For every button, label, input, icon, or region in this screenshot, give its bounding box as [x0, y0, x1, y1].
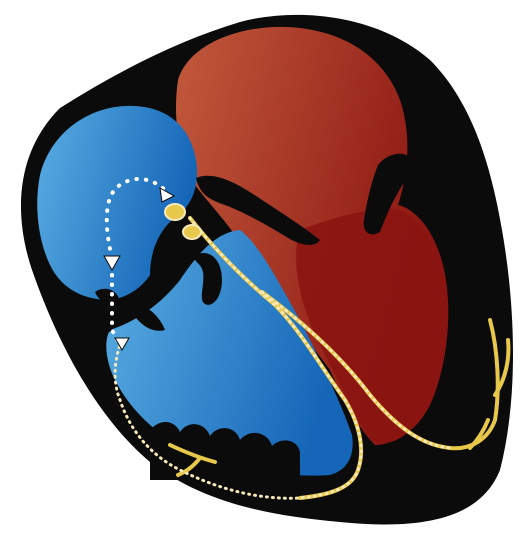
sa-node [165, 204, 185, 220]
av-node [183, 225, 201, 239]
